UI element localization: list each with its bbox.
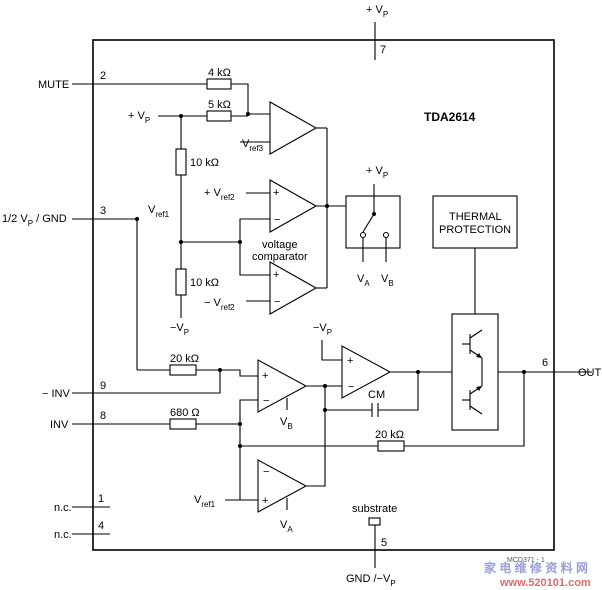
resistor-680-label: 680 Ω xyxy=(170,407,200,419)
comparator-label-2: comparator xyxy=(252,251,308,263)
resistor-5k-label: 5 kΩ xyxy=(208,99,231,111)
resistor-20k-input xyxy=(169,364,197,376)
svg-text:−: − xyxy=(263,395,269,407)
resistor-10k-lower xyxy=(175,268,187,296)
mute-label: MUTE xyxy=(38,79,69,91)
vref2-neg-label: − Vref2 xyxy=(204,297,235,312)
svg-text:+: + xyxy=(273,187,279,199)
svg-text:+: + xyxy=(262,370,268,382)
resistor-10k-upper-label: 10 kΩ xyxy=(190,157,219,169)
vb-amp-label: VB xyxy=(280,416,293,431)
svg-text:−: − xyxy=(348,381,354,393)
vref3-label: Vref3 xyxy=(242,138,264,153)
resistor-4k-label: 4 kΩ xyxy=(208,67,231,79)
resistor-5k xyxy=(206,110,232,122)
svg-text:+: + xyxy=(273,269,279,281)
watermark-url: www.520101.com xyxy=(499,577,591,589)
vref1-label: Vref1 xyxy=(148,204,170,219)
thermal-label-1: THERMAL xyxy=(449,211,502,223)
svg-text:−: − xyxy=(263,466,269,478)
driver-amp xyxy=(341,345,392,399)
minus-vp-mid-label: −VP xyxy=(313,322,332,337)
comparator-vref3 xyxy=(269,101,318,155)
vb-label: VB xyxy=(381,273,394,288)
resistor-10k-lower-label: 10 kΩ xyxy=(190,277,219,289)
pin-4-number: 4 xyxy=(98,520,104,532)
thermal-label-2: PROTECTION xyxy=(439,224,511,236)
thermal-protection xyxy=(432,195,518,249)
out-label: OUT xyxy=(578,367,602,379)
vref1-bottom-label: Vref1 xyxy=(194,494,216,509)
pin-5-number: 5 xyxy=(381,537,387,549)
nc1-label: n.c. xyxy=(54,502,72,514)
pin-2-number: 2 xyxy=(100,70,106,82)
output-stage xyxy=(451,313,499,431)
svg-text:+: + xyxy=(347,355,353,367)
svg-text:−: − xyxy=(274,214,280,226)
switch-vp-label: + VP xyxy=(366,165,388,180)
svg-text:−: − xyxy=(274,296,280,308)
half-vp-label: 1/2 VP / GND xyxy=(2,213,67,228)
input-amp-vb xyxy=(257,359,308,413)
mode-switch xyxy=(345,195,401,249)
va-amp-label: VA xyxy=(280,519,293,534)
resistor-20k-input-label: 20 kΩ xyxy=(170,353,199,365)
input-amp-va xyxy=(257,459,308,513)
pin-8-number: 8 xyxy=(100,410,106,422)
vp-top-label: + VP xyxy=(366,4,388,19)
substrate-label: substrate xyxy=(352,503,397,515)
ic-outline xyxy=(92,39,555,551)
pin-6-number: 6 xyxy=(542,357,548,369)
vref2-pos-label: + Vref2 xyxy=(204,187,235,202)
substrate-pad xyxy=(368,517,381,526)
pin-3-number: 3 xyxy=(100,205,106,217)
mute-to-comp3 xyxy=(231,83,270,115)
resistor-680 xyxy=(169,418,197,430)
minus-vp-left-label: −VP xyxy=(170,322,189,337)
resistor-10k-upper xyxy=(175,148,187,176)
comparator-vref2-pos xyxy=(269,179,318,233)
comparator-label-1: voltage xyxy=(262,239,297,251)
resistor-20k-feedback xyxy=(377,440,405,452)
pin-1-number: 1 xyxy=(98,493,104,505)
pin-9-number: 9 xyxy=(100,380,106,392)
gnd-label: GND /−VP xyxy=(346,573,396,588)
watermark-cn: 家 电 维 修 资 料 网 xyxy=(484,560,588,575)
plus-vp-left-label: + VP xyxy=(128,110,150,125)
resistor-4k xyxy=(206,78,232,90)
cm-label: CM xyxy=(368,389,385,401)
nc2-label: n.c. xyxy=(54,529,72,541)
pin-7-number: 7 xyxy=(380,44,386,56)
drawing-code: MCD371 - 1 xyxy=(507,557,545,564)
va-label: VA xyxy=(357,273,370,288)
inv-label: INV xyxy=(50,419,69,431)
chip-name: TDA2614 xyxy=(424,110,476,124)
comparator-vref2-neg xyxy=(269,261,318,315)
svg-text:+: + xyxy=(262,495,268,507)
neg-inv-label: − INV xyxy=(42,388,70,400)
resistor-20k-feedback-label: 20 kΩ xyxy=(375,429,404,441)
